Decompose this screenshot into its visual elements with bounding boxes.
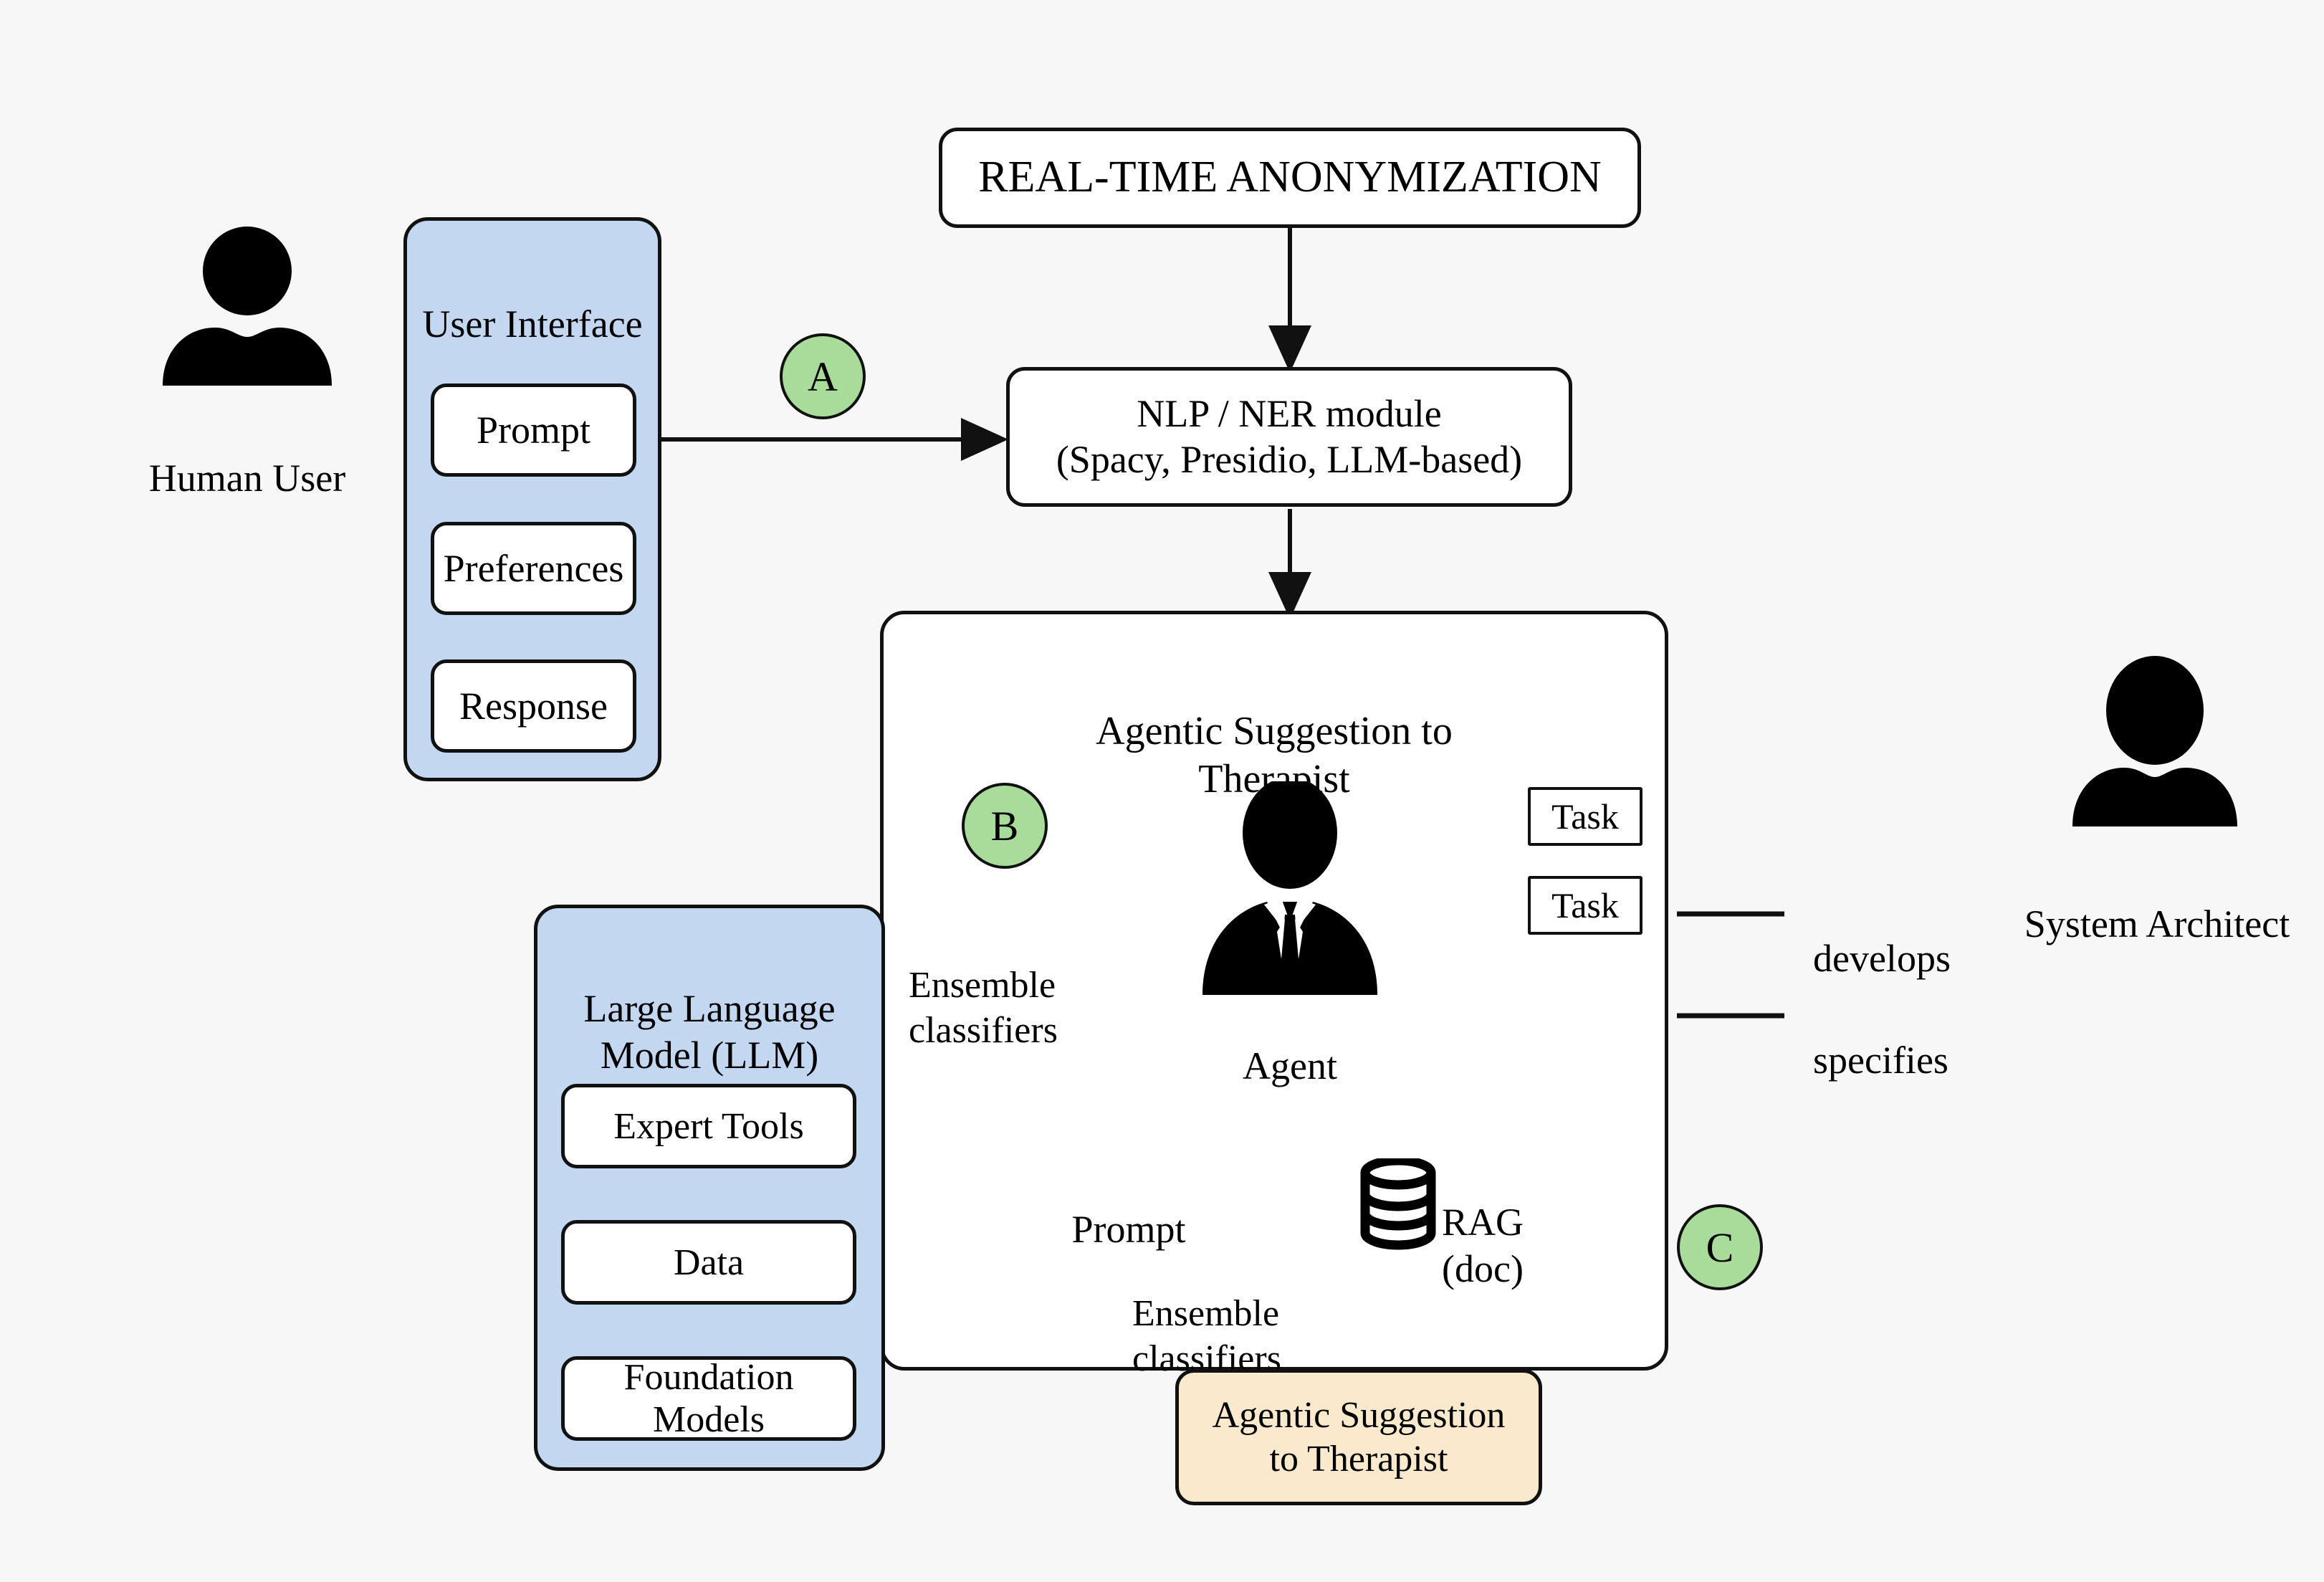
agentic-prompt-label-wrap: Prompt <box>1025 1160 1233 1253</box>
ui-item-preferences-label: Preferences <box>443 547 624 590</box>
output-agentic-suggestion-box: Agentic Suggestion to Therapist <box>1175 1369 1542 1505</box>
agentic-prompt-label: Prompt <box>1071 1207 1186 1251</box>
person-icon <box>163 227 332 386</box>
user-interface-title: User Interface <box>422 302 643 346</box>
human-user-label: Human User <box>148 456 346 500</box>
real-time-anonymization-box: REAL-TIME ANONYMIZATION <box>939 128 1641 228</box>
human-user-actor <box>143 222 351 452</box>
marker-b-label: B <box>990 802 1019 849</box>
agent-label-wrap: Agent <box>1182 996 1397 1090</box>
marker-a: A <box>780 333 866 419</box>
system-architect-actor <box>2051 656 2259 871</box>
ui-item-prompt[interactable]: Prompt <box>431 383 636 477</box>
person-icon <box>2072 656 2237 826</box>
nlp-ner-module-line1: NLP / NER module <box>1137 391 1442 435</box>
agent-person-suit-icon <box>1202 777 1377 995</box>
database-cylinder-icon <box>1360 1155 1436 1250</box>
rag-label: RAG (doc) <box>1442 1200 1524 1290</box>
marker-c: C <box>1677 1204 1763 1290</box>
legend-specifies-label-wrap: specifies <box>1813 991 2114 1084</box>
ui-item-prompt-label: Prompt <box>476 409 591 452</box>
llm-item-foundation-models-label: Foundation Models <box>623 1357 794 1440</box>
marker-a-label: A <box>808 353 838 400</box>
llm-item-expert-tools-label: Expert Tools <box>613 1105 804 1147</box>
agent-label: Agent <box>1243 1044 1337 1087</box>
output-agentic-suggestion-label: Agentic Suggestion to Therapist <box>1212 1394 1506 1479</box>
ensemble-classifiers-top-label: Ensemble classifiers <box>909 965 1058 1051</box>
human-user-label-wrap: Human User <box>100 409 394 502</box>
ensemble-classifiers-top-wrap: Ensemble classifiers <box>909 919 1124 1053</box>
marker-b: B <box>962 783 1048 869</box>
system-architect-label-wrap: System Architect <box>1992 854 2322 948</box>
llm-item-data[interactable]: Data <box>561 1220 856 1305</box>
rag-figure <box>1358 1155 1438 1252</box>
nlp-ner-module-box: NLP / NER module (Spacy, Presidio, LLM-b… <box>1006 367 1572 507</box>
llm-panel-title: Large Language Model (LLM) <box>583 986 836 1077</box>
user-interface-title-wrap: User Interface <box>403 254 661 348</box>
legend-develops-label: develops <box>1813 936 1951 980</box>
task-box-2-label: Task <box>1551 885 1619 925</box>
llm-panel-title-wrap: Large Language Model (LLM) <box>534 939 885 1078</box>
task-box-1: Task <box>1528 787 1642 846</box>
ui-item-response[interactable]: Response <box>431 659 636 753</box>
legend-specifies-label: specifies <box>1813 1038 1948 1082</box>
rag-label-wrap: RAG (doc) <box>1442 1153 1614 1292</box>
llm-item-foundation-models[interactable]: Foundation Models <box>561 1356 856 1441</box>
ensemble-classifiers-bottom-label: Ensemble classifiers <box>1132 1293 1281 1379</box>
llm-item-expert-tools[interactable]: Expert Tools <box>561 1084 856 1168</box>
llm-item-data-label: Data <box>673 1242 745 1283</box>
legend-develops-label-wrap: develops <box>1813 889 2114 982</box>
real-time-anonymization-label: REAL-TIME ANONYMIZATION <box>978 153 1602 202</box>
task-box-1-label: Task <box>1551 796 1619 837</box>
agent-figure <box>1190 777 1390 996</box>
marker-c-label: C <box>1706 1224 1734 1271</box>
ui-item-preferences[interactable]: Preferences <box>431 522 636 615</box>
task-box-2: Task <box>1528 876 1642 935</box>
nlp-ner-module-line2: (Spacy, Presidio, LLM-based) <box>1056 437 1523 481</box>
system-architect-label: System Architect <box>2024 902 2290 945</box>
ui-item-response-label: Response <box>459 685 608 728</box>
ensemble-classifiers-bottom-wrap: Ensemble classifiers <box>1132 1247 1362 1381</box>
